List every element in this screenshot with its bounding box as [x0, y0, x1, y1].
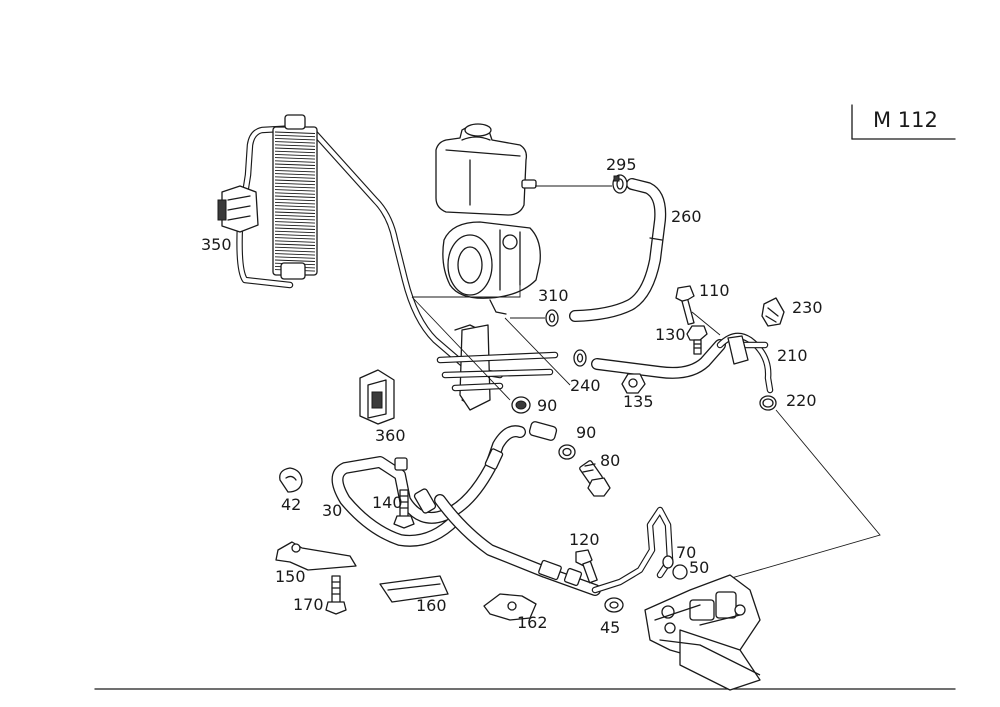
callout-135: 135	[623, 392, 654, 411]
cooler-fin	[274, 224, 316, 227]
banjo-bolt-80	[579, 460, 611, 497]
cooler-fin	[274, 160, 316, 163]
cooler-fin	[274, 141, 316, 144]
steering-gear	[644, 574, 761, 691]
hose-ferrules	[394, 421, 583, 587]
cooler-fin	[274, 182, 316, 186]
oil-cooler	[217, 114, 504, 379]
cooler-fin	[274, 249, 316, 253]
callout-230: 230	[792, 298, 823, 317]
bolt-110	[675, 285, 721, 336]
washer-90-lower	[558, 444, 576, 460]
cooler-fin	[274, 195, 316, 198]
cooler-fin	[274, 217, 316, 221]
clip-42	[279, 467, 303, 493]
cooler-fin	[274, 256, 316, 259]
callout-210: 210	[777, 346, 808, 365]
cooler-fin	[274, 147, 316, 150]
bolt-130	[686, 325, 708, 355]
bolt-170	[325, 575, 347, 615]
clamp-310	[545, 309, 559, 327]
cooler-fin	[274, 185, 316, 189]
cooler-fin	[274, 246, 316, 250]
cooler-fin	[274, 240, 316, 243]
cooler-fin	[274, 157, 316, 160]
cooler-fin	[274, 153, 316, 157]
seal-50	[672, 564, 688, 580]
callout-45: 45	[600, 618, 620, 637]
cooler-fin	[274, 192, 316, 195]
o-ring-220	[759, 395, 777, 411]
cooler-fin	[274, 253, 316, 256]
cooler-fin	[274, 163, 316, 166]
grommet-230	[761, 297, 785, 327]
callout-160: 160	[416, 596, 447, 615]
callout-350: 350	[201, 235, 232, 254]
cooler-fin	[274, 189, 316, 192]
cooler-fin	[274, 208, 316, 211]
callout-80: 80	[600, 451, 620, 470]
cooler-fin	[274, 259, 316, 262]
clamp-240	[573, 349, 587, 367]
seal-70	[662, 555, 674, 569]
callout-120: 120	[569, 530, 600, 549]
callout-240: 240	[570, 376, 601, 395]
callout-42: 42	[281, 495, 301, 514]
cooler-fin	[274, 237, 316, 240]
bolt-120	[575, 549, 598, 584]
cooler-fin	[274, 227, 316, 230]
callout-110: 110	[699, 281, 730, 300]
callout-30: 30	[322, 501, 342, 520]
callout-162: 162	[517, 613, 548, 632]
cooler-fin	[274, 243, 316, 246]
callout-220: 220	[786, 391, 817, 410]
washer-45	[604, 597, 624, 613]
model-label-box: M 112	[851, 104, 956, 140]
cooler-fin	[274, 137, 316, 141]
callout-170: 170	[293, 595, 324, 614]
washer-90-upper	[511, 396, 531, 414]
callout-50: 50	[689, 558, 709, 577]
callout-260: 260	[671, 207, 702, 226]
callout-150: 150	[275, 567, 306, 586]
callout-90-upper: 90	[537, 396, 557, 415]
cooler-fin	[274, 134, 316, 138]
cooler-fin	[274, 205, 316, 208]
cooler-fin	[274, 179, 316, 182]
bracket-150	[275, 541, 357, 571]
cooler-fin	[274, 166, 316, 170]
callout-295: 295	[606, 155, 637, 174]
nut-135	[621, 373, 646, 394]
cooler-fin	[274, 173, 316, 176]
cooler-fin	[274, 144, 316, 147]
clamp-295	[612, 174, 628, 194]
callouts: 295 260 350 310 110 230 130 210 240 135 …	[201, 155, 823, 637]
reservoir-and-pump	[435, 123, 559, 411]
cooler-fin	[274, 150, 316, 154]
model-label: M 112	[873, 108, 938, 132]
callout-140: 140	[372, 493, 403, 512]
callout-130: 130	[655, 325, 686, 344]
cooler-fin	[274, 201, 316, 205]
bolt-140	[393, 489, 415, 529]
bracket-360	[359, 369, 395, 425]
bracket-162	[483, 593, 537, 621]
callout-310: 310	[538, 286, 569, 305]
cooler-fin	[274, 221, 316, 224]
cooler-fin	[274, 198, 316, 202]
cooler-fin	[274, 233, 316, 237]
cooler-fin	[274, 230, 316, 234]
cooler-fin	[274, 176, 316, 179]
callout-90-lower: 90	[576, 423, 596, 442]
cooler-fin	[274, 169, 316, 173]
callout-360: 360	[375, 426, 406, 445]
cooler-fin	[274, 214, 316, 218]
cooler-fin	[274, 211, 316, 214]
callout-70: 70	[676, 543, 696, 562]
cooler-fin	[274, 131, 316, 134]
plate-160	[379, 575, 449, 603]
